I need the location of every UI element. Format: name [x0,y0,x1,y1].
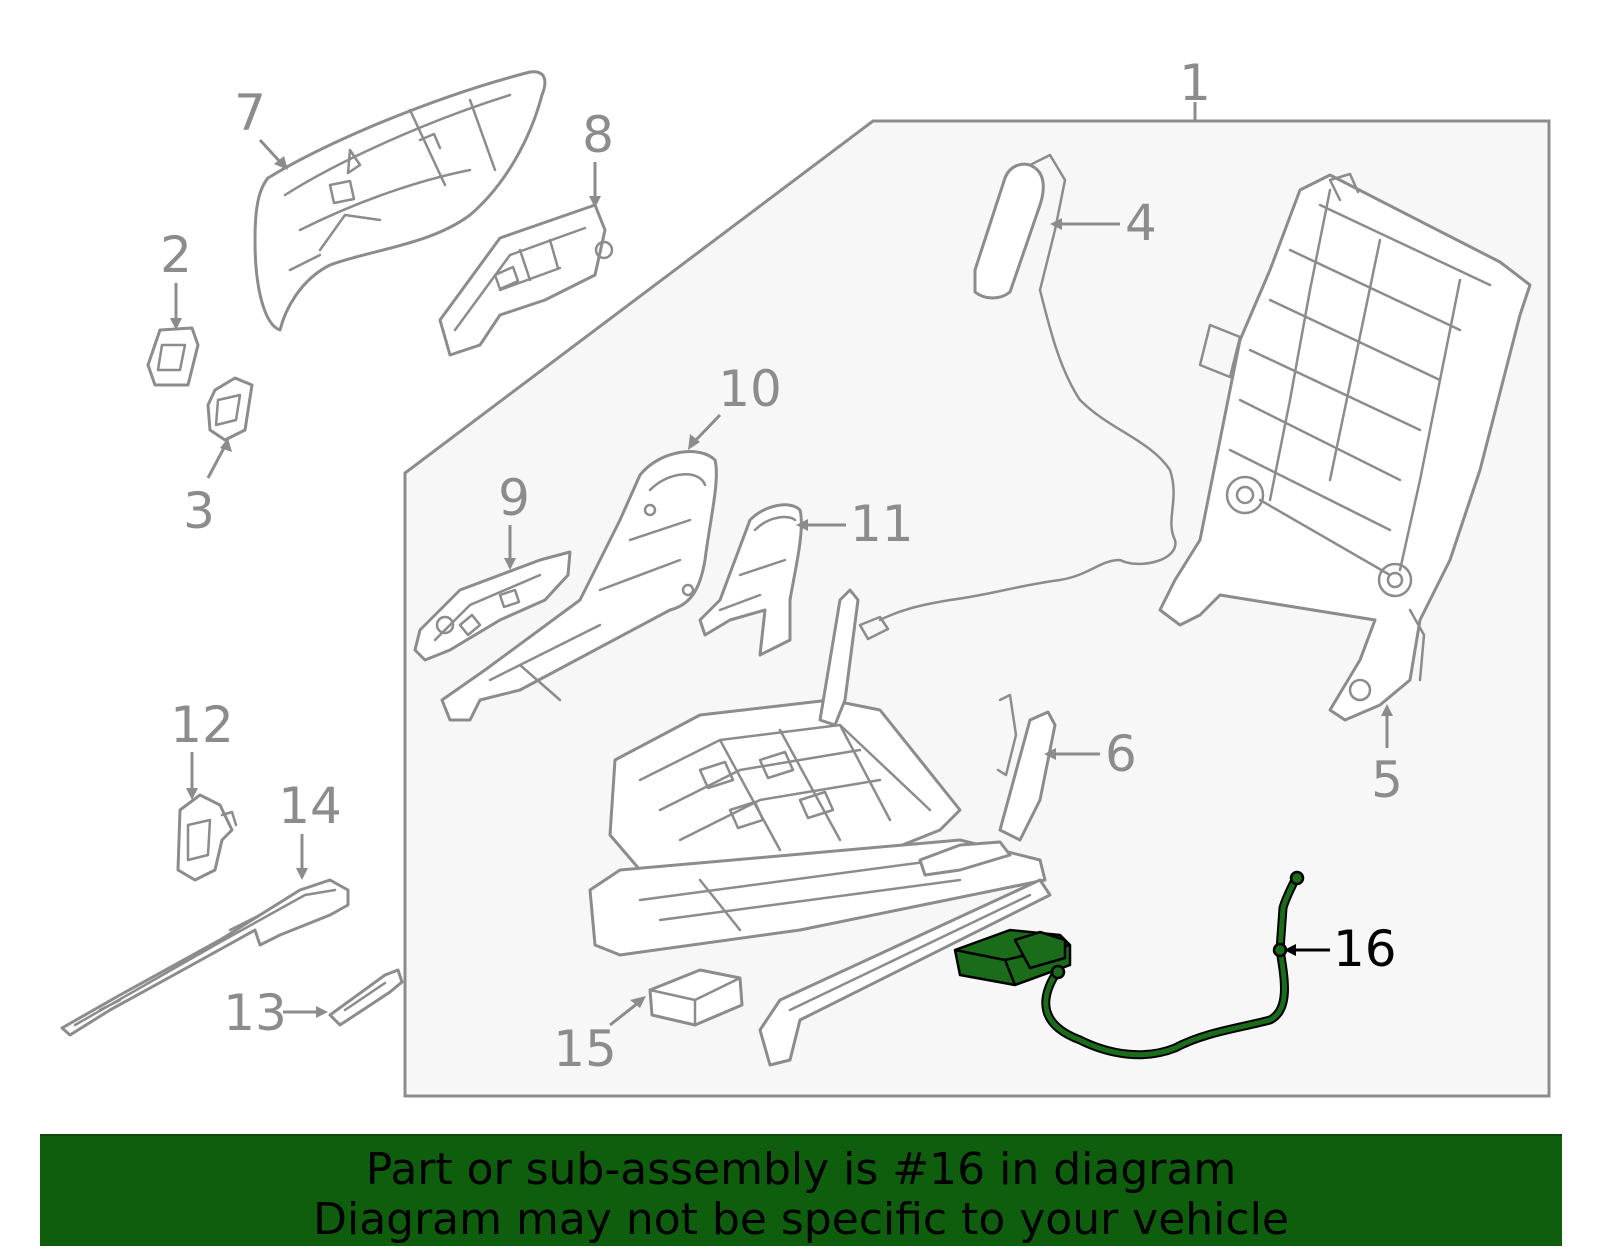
banner-line-part-number: Part or sub-assembly is #16 in diagram [365,1144,1237,1195]
part-10-side-cover[interactable] [440,450,718,722]
part-6-cushion-frame[interactable] [588,588,1057,1067]
callout-13: 13 [223,984,287,1042]
leader-lines [170,102,1393,1027]
callout-6: 6 [1105,725,1137,783]
callout-1: 1 [1179,54,1211,112]
part-5-seatback-frame[interactable] [1158,172,1532,722]
info-banner: Part or sub-assembly is #16 in diagram D… [40,1134,1562,1246]
part-3-clip[interactable] [206,376,254,442]
callout-11: 11 [850,495,914,553]
part-8-switch-bracket[interactable] [438,203,614,357]
callout-2: 2 [160,226,192,284]
callout-9: 9 [498,469,530,527]
part-9-trim[interactable] [413,550,572,662]
part-13-clip[interactable] [328,968,404,1027]
callout-15: 15 [553,1020,617,1078]
callout-8: 8 [582,106,614,164]
callout-12: 12 [170,696,234,754]
part-15-module[interactable] [648,968,744,1027]
part-14-rail-cover[interactable] [60,878,350,1037]
part-2-clip[interactable] [146,326,200,387]
callout-10: 10 [718,360,782,418]
banner-line-disclaimer: Diagram may not be specific to your vehi… [313,1194,1289,1245]
part-11-inner-cover[interactable] [698,503,803,657]
part-4-sensor-wire[interactable] [858,153,1177,641]
callout-16: 16 [1333,920,1397,978]
callout-3: 3 [183,482,215,540]
callout-5: 5 [1371,751,1403,809]
callout-7: 7 [234,84,266,142]
callout-4: 4 [1125,194,1157,252]
part-16-sensor-harness[interactable] [953,870,1305,1060]
part-12-clip[interactable] [176,793,238,882]
part-7-side-shield[interactable] [253,70,547,332]
callout-14: 14 [278,777,342,835]
